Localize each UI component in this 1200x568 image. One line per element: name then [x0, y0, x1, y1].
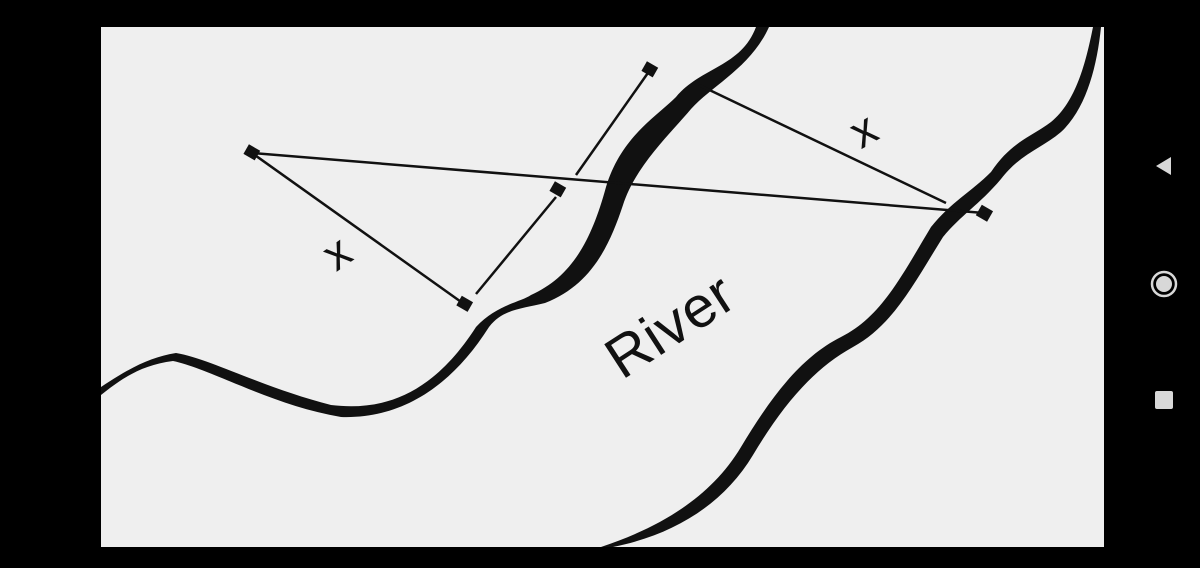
home-icon — [1150, 270, 1178, 298]
back-icon — [1156, 157, 1171, 175]
marker-point-c — [549, 181, 567, 198]
recents-icon — [1155, 391, 1173, 409]
diagram-viewer: x x River — [101, 27, 1104, 547]
home-button[interactable] — [1144, 264, 1184, 304]
parallel-line-lower — [475, 196, 557, 295]
distance-label-left: x — [312, 225, 361, 281]
river-label: River — [594, 260, 747, 391]
marker-point-e — [975, 204, 994, 222]
recents-button[interactable] — [1144, 380, 1184, 420]
sight-line-long — [251, 151, 985, 215]
segment-left-x — [251, 151, 465, 306]
marker-point-d — [641, 61, 659, 78]
river-diagram: x x River — [101, 27, 1101, 547]
distance-label-right: x — [840, 102, 886, 159]
marker-point-a — [243, 144, 261, 161]
back-button[interactable] — [1144, 146, 1184, 186]
parallel-line-upper — [574, 69, 652, 176]
segment-right-x — [698, 83, 947, 205]
marker-point-b — [456, 295, 474, 312]
system-navigation-bar — [1128, 0, 1200, 568]
